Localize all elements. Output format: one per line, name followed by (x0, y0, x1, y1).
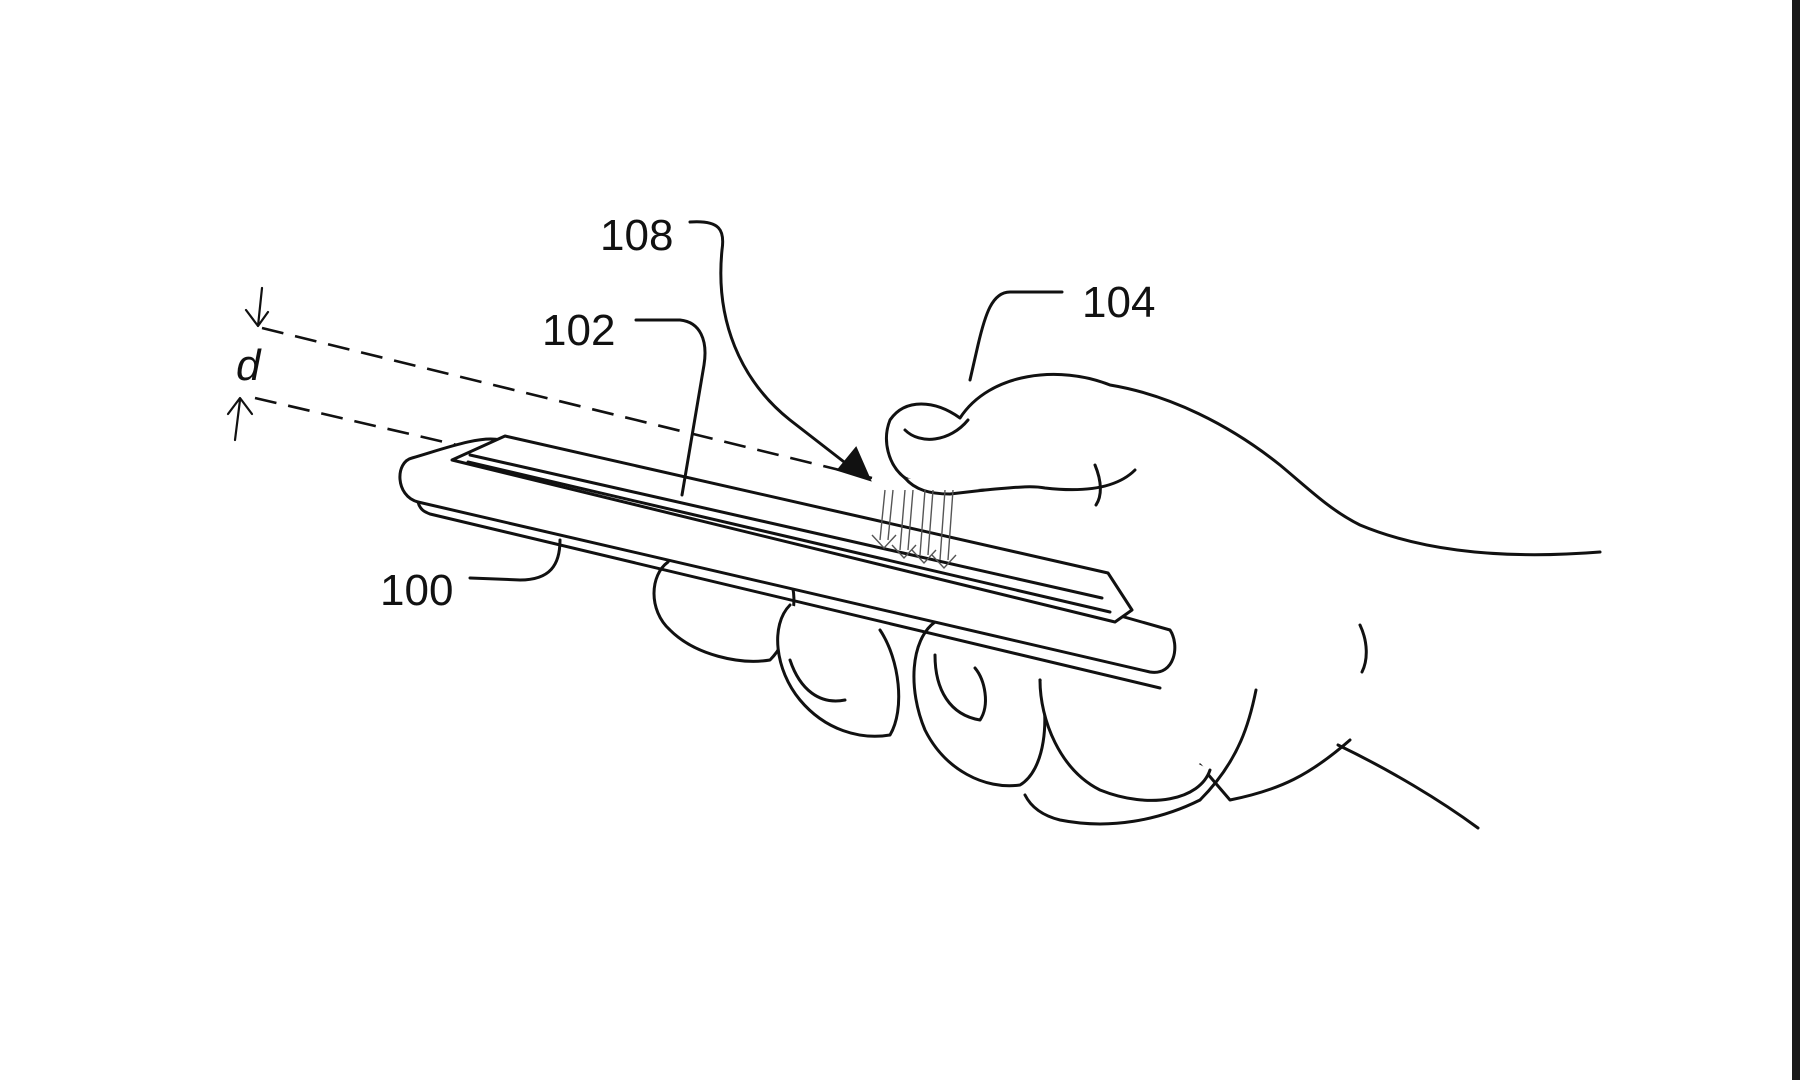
ring-finger-under (912, 620, 1047, 788)
leader-108: 108 (600, 211, 872, 482)
ref-label-108: 108 (600, 211, 673, 260)
leader-100: 100 (380, 538, 562, 615)
lower-dashed-line (254, 396, 471, 450)
field-line (879, 489, 894, 541)
device-100 (398, 434, 1177, 690)
field-arrowheads (871, 534, 957, 570)
wrist-lower (1336, 743, 1480, 830)
distance-label: d (236, 341, 262, 390)
hand (958, 372, 1602, 830)
dimension-arrow-icon (244, 286, 270, 328)
leader-line-100 (468, 538, 562, 582)
palm-bottom (1023, 793, 1202, 826)
device-body (398, 437, 1177, 674)
palm-crease-2 (1198, 688, 1258, 802)
dimension-arrow-icon (226, 396, 254, 442)
thumbnail (903, 418, 970, 441)
leader-line-104 (968, 290, 1064, 382)
device-side-edge (416, 500, 1162, 690)
ref-label-100: 100 (380, 566, 453, 615)
screen-surface-102 (466, 453, 1112, 614)
palm-crease (1358, 623, 1368, 674)
fingers-under (652, 560, 1212, 802)
palm-outline (958, 372, 1602, 802)
thumb (885, 402, 1137, 507)
thumb-crease (1093, 463, 1102, 507)
pinky-under (1038, 678, 1212, 802)
leader-line-108 (688, 220, 850, 467)
leader-line-102 (634, 318, 707, 497)
arrowhead-icon (836, 446, 872, 482)
distance-dimension: d (226, 286, 873, 480)
ring-fingernail (933, 653, 987, 722)
right-frame-edge (1792, 0, 1800, 1080)
upper-dashed-line (261, 326, 873, 480)
field-line (939, 489, 954, 561)
ref-label-104: 104 (1082, 278, 1155, 327)
leader-102: 102 (542, 306, 707, 497)
field-line (919, 489, 934, 556)
middle-fingernail (788, 658, 847, 703)
middle-finger-under (776, 603, 901, 738)
field-line (899, 489, 914, 551)
hover-field-108 (871, 489, 957, 570)
ref-label-102: 102 (542, 306, 615, 355)
leader-104: 104 (968, 278, 1155, 382)
